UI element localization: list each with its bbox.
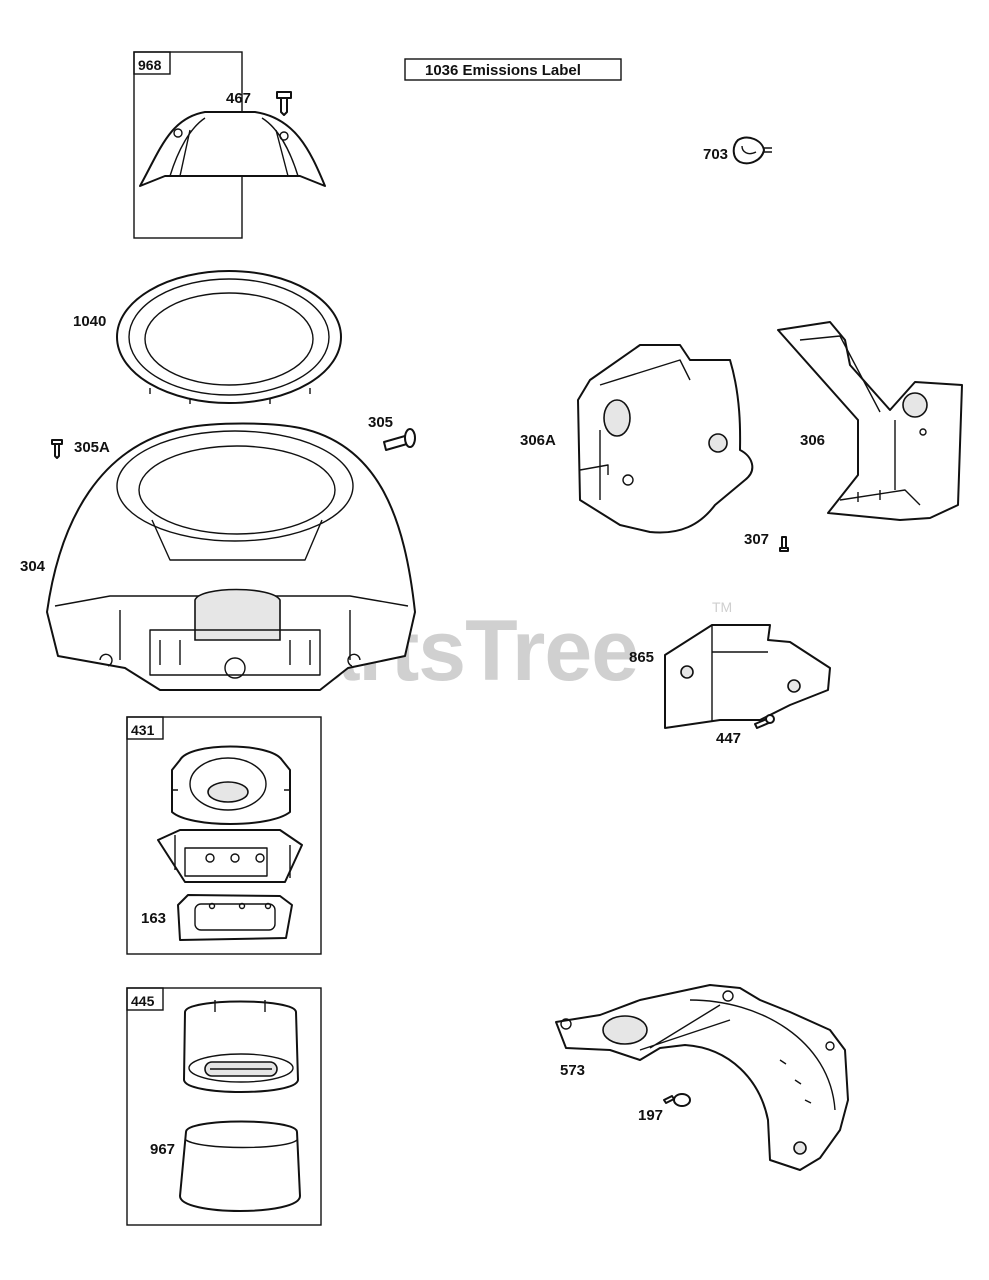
callout-305a: 305A <box>74 439 110 456</box>
part-703-clip[interactable] <box>732 136 772 165</box>
part-445-air-filter-cartridge[interactable] <box>183 1000 299 1093</box>
callout-447: 447 <box>716 730 741 747</box>
group-tag-445: 445 <box>131 993 155 1009</box>
group-tag-968: 968 <box>138 57 162 73</box>
part-467-bolt[interactable] <box>276 91 292 116</box>
callout-1040: 1040 <box>73 313 106 330</box>
emissions-label-text: 1036 Emissions Label <box>425 62 581 79</box>
callout-467: 467 <box>226 90 251 107</box>
callout-163: 163 <box>141 910 166 927</box>
part-306a-cylinder-shroud[interactable] <box>577 344 754 534</box>
part-305-bolt[interactable] <box>383 428 416 451</box>
group-box-445[interactable]: 445 <box>126 987 322 1226</box>
part-163-gasket[interactable] <box>177 894 293 941</box>
part-968-cover[interactable] <box>139 111 326 187</box>
callout-573: 573 <box>560 1062 585 1079</box>
group-tag-431: 431 <box>131 722 155 738</box>
group-box-431[interactable]: 431 <box>126 716 322 955</box>
part-307-screw[interactable] <box>779 536 789 552</box>
part-573-blower-back-plate[interactable] <box>555 984 849 1171</box>
callout-305: 305 <box>368 414 393 431</box>
emissions-label-box[interactable]: 1036 Emissions Label <box>404 58 622 81</box>
part-304-blower-housing[interactable] <box>46 422 416 691</box>
callout-703: 703 <box>703 146 728 163</box>
group-box-968[interactable]: 968 <box>133 51 326 239</box>
part-305a-screw[interactable] <box>51 439 63 459</box>
callout-865: 865 <box>629 649 654 666</box>
callout-304: 304 <box>20 558 46 575</box>
callout-197: 197 <box>638 1107 663 1124</box>
part-431-air-cleaner-base[interactable] <box>157 829 303 883</box>
callout-307: 307 <box>744 531 769 548</box>
part-197-screw[interactable] <box>663 1093 691 1107</box>
part-431-air-cleaner-cover[interactable] <box>171 745 291 825</box>
part-306-cylinder-shroud[interactable] <box>777 321 963 521</box>
callout-967: 967 <box>150 1141 175 1158</box>
part-967-pre-cleaner[interactable] <box>179 1120 301 1212</box>
trademark-mark: TM <box>712 599 732 615</box>
part-1040-screen-ring[interactable] <box>116 270 342 404</box>
part-865-baffle[interactable] <box>664 624 831 729</box>
part-447-screw[interactable] <box>754 714 775 729</box>
callout-306a: 306A <box>520 432 556 449</box>
callout-306: 306 <box>800 432 825 449</box>
